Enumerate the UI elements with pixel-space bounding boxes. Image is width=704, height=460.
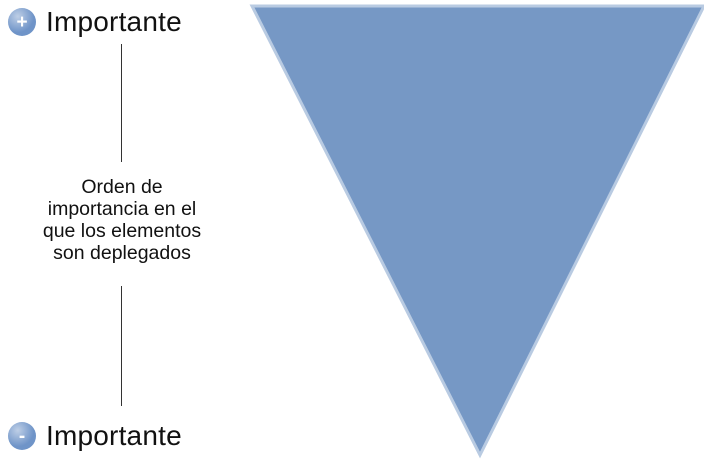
caption-line-3: que los elementos — [42, 220, 202, 242]
caption-line-4: son deplegados — [53, 242, 191, 264]
importance-caption: Orden de importancia en el que los eleme… — [14, 176, 230, 264]
minus-icon: - — [8, 422, 36, 450]
bottom-label-text: Importante — [46, 420, 182, 451]
bottom-importance-label: - Importante — [8, 420, 182, 452]
plus-icon: + — [8, 8, 36, 36]
upper-axis-line — [121, 44, 122, 162]
caption-line-1: Orden de — [81, 176, 163, 198]
caption-line-2: importancia en el — [47, 198, 197, 220]
lower-axis-line — [121, 286, 122, 406]
top-label-text: Importante — [46, 6, 182, 37]
inverted-triangle-shape — [249, 4, 704, 459]
top-importance-label: + Importante — [8, 6, 182, 38]
